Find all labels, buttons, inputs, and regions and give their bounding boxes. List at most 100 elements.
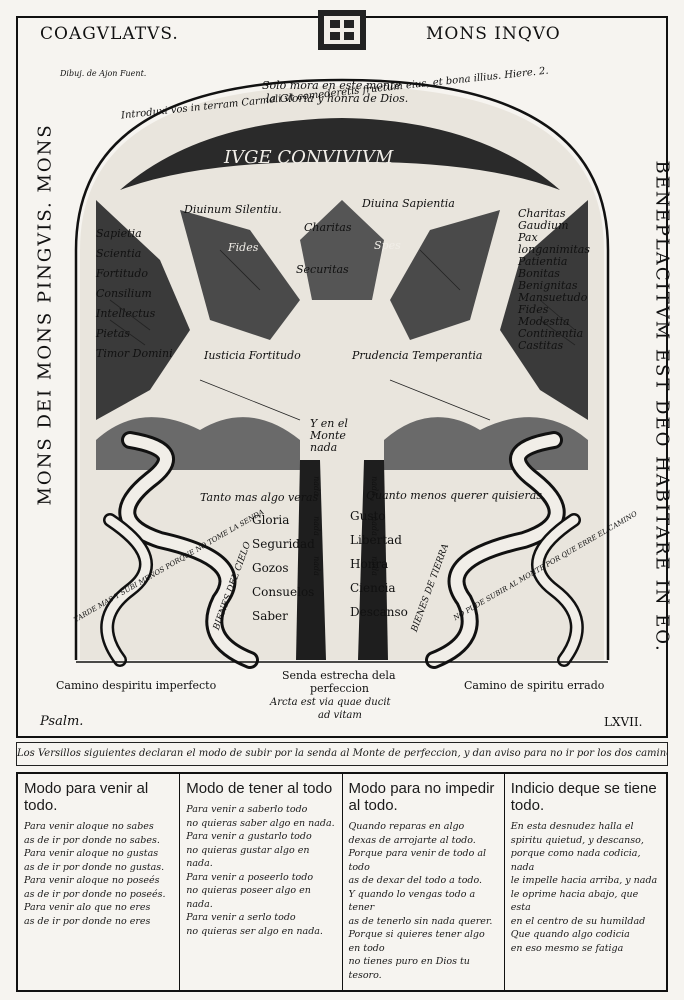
gifts-left-list: Sapietia Scientia Fortitudo Consilium In… (96, 228, 173, 360)
column-line: En esta desnudez halla el (510, 821, 634, 832)
label-quanto-menos: Quanto menos querer quisieras (366, 489, 543, 502)
column-heading: Modo para venir al todo. (24, 780, 149, 814)
gift-item: Intellectus (96, 307, 156, 320)
column-line: dexas de arrojarte al todo. (348, 834, 476, 846)
column-heading: Modo para no impedir al todo. (348, 780, 495, 814)
good-item: Honra (350, 557, 389, 571)
virtue-nada-center: Y en el Monte nada (310, 417, 348, 454)
coat-of-arms-icon (318, 10, 366, 50)
attribution: Dibuj. de Ajon Fuent. (60, 69, 147, 78)
verse-columns: Modo para venir al todo. Para venir aloq… (16, 772, 668, 992)
nada-label: nada (311, 516, 321, 536)
virtue-iustitia-fortitudo: Iusticia Fortitudo (204, 349, 301, 362)
caption-center-1: Senda estrecha dela (282, 669, 396, 682)
fruit-item: Bonitas (518, 267, 560, 280)
gift-item: Scientia (96, 247, 142, 260)
column-line: as de ir por donde no poseés. (24, 888, 166, 900)
column-indicio: Indicio deque se tiene todo. En esta des… (505, 774, 666, 990)
nada-label: nada (369, 516, 379, 536)
nada-label: nada (369, 476, 379, 496)
column-line: as de dexar del todo a todo. (348, 875, 483, 886)
column-line: no quieras ser algo en nada. (186, 925, 323, 937)
plate-number: LXVII. (604, 715, 643, 729)
column-line: Para venir a poseerlo todo (186, 871, 314, 883)
column-line: as de ir por donde no eres (24, 915, 151, 927)
fruit-item: longanimitas (518, 243, 590, 256)
column-line: as de ir por donde no gustas. (24, 861, 165, 873)
column-modo-no-impedir: Modo para no impedir al todo. Quando rep… (343, 774, 505, 990)
column-line: Para venir alo que no eres (24, 902, 151, 913)
virtue-spes: Spes (374, 239, 401, 252)
label-tanto-mas: Tanto mas algo veras (200, 491, 319, 504)
column-line: Porque si quieres tener algo en todo (348, 929, 485, 954)
fruit-item: Pax (518, 231, 538, 244)
good-item: Seguridad (252, 537, 315, 551)
column-line: en el centro de su humildad (510, 915, 646, 927)
fruit-item: Benignitas (518, 279, 578, 292)
virtue-fides: Fides (228, 241, 259, 254)
top-note-1: Solo mora en este monte (262, 79, 401, 92)
virtue-divinum-silentium: Diuinum Silentiu. (184, 203, 282, 216)
column-line: en eso mesmo se fatiga (510, 942, 624, 954)
column-heading: Indicio deque se tiene todo. (510, 780, 657, 814)
summit-label: IVGE CONVIVIVM (224, 147, 394, 168)
gift-item: Consilium (96, 287, 152, 300)
virtue-prudencia-temperantia: Prudencia Temperantia (352, 349, 483, 362)
fruit-item: Castitas (518, 339, 564, 352)
side-inscription-left: MONS DEI MONS PINGVIS. MONS (34, 123, 56, 506)
column-line: Para venir a serlo todo (186, 912, 296, 923)
good-item: Gozos (252, 561, 289, 575)
good-item: Libertad (350, 533, 402, 547)
column-line: Para venir aloque no sabes (24, 821, 154, 832)
gift-item: Sapietia (96, 227, 142, 240)
caption-center-2: perfeccion (310, 682, 369, 695)
title-top-right: MONS INQVO (426, 24, 561, 44)
column-line: porque como nada codicia, nada (510, 848, 641, 873)
fruit-item: Mansuetudo (518, 291, 588, 304)
column-line: spiritu quietud, y descanso, (510, 834, 644, 846)
fruit-item: Modestia (518, 315, 570, 328)
good-item: Ciencia (350, 581, 396, 595)
caption-left-road: Camino despiritu imperfecto (56, 679, 217, 692)
column-line: Para venir a saberlo todo (186, 804, 308, 815)
column-line: as de ir por donde no sabes. (24, 834, 160, 846)
column-line: Que quando algo codicia (510, 929, 630, 940)
column-line: Para venir a gustarlo todo (186, 831, 312, 842)
caption-center-3: Arcta est via quae ducit (270, 697, 391, 708)
caption-right-road: Camino de spiritu errado (464, 679, 605, 692)
good-item: Descanso (350, 605, 408, 619)
column-line: Para venir aloque no poseés (24, 875, 160, 886)
gift-item: Pietas (96, 327, 131, 340)
nada-label: nada (311, 476, 321, 496)
column-line: no quieras saber algo en nada. (186, 817, 335, 829)
caption-center-4: ad vitam (318, 710, 362, 721)
virtue-securitas: Securitas (296, 263, 349, 276)
column-modo-venir: Modo para venir al todo. Para venir aloq… (18, 774, 181, 990)
column-modo-tener: Modo de tener al todo Para venir a saber… (180, 774, 343, 990)
top-note-2: la Gloria y honra de Dios. (266, 92, 409, 105)
fruit-item: Gaudium (518, 219, 569, 232)
side-inscription-right: BENEPLACITVM EST DEO HABITARE IN EO. (651, 160, 673, 653)
virtue-divina-sapientia: Diuina Sapientia (362, 197, 455, 210)
left-goods-list: Gloria Seguridad Gozos Consuelos Saber (252, 514, 315, 622)
column-line: le impelle hacia arriba, y nada (510, 875, 658, 886)
good-item: Saber (252, 609, 288, 623)
column-line: Porque para venir de todo al todo (348, 848, 487, 873)
gift-item: Timor Domini (96, 347, 173, 360)
fruit-item: Fides (518, 303, 549, 316)
instruction-banner: Los Versillos siguientes declaran el mod… (16, 742, 668, 766)
psalm-label: Psalm. (40, 714, 84, 729)
column-line: Y quando lo vengas todo a tener (348, 888, 476, 914)
good-item: Consuelos (252, 585, 315, 599)
nada-label: nada (369, 556, 379, 576)
mount-carmel-engraving (74, 10, 610, 669)
fruit-item: Continentia (518, 327, 584, 340)
virtue-charitas: Charitas (304, 221, 352, 234)
fruit-item: Patientia (518, 255, 568, 268)
column-line: no tienes puro en Dios tu tesoro. (348, 956, 470, 981)
good-item: Gusto (350, 509, 386, 523)
column-line: Para venir aloque no gustas (24, 848, 159, 859)
title-top-left: COAGVLATVS. (40, 24, 179, 44)
column-line: le oprime hacia abajo, que esta (510, 888, 639, 914)
